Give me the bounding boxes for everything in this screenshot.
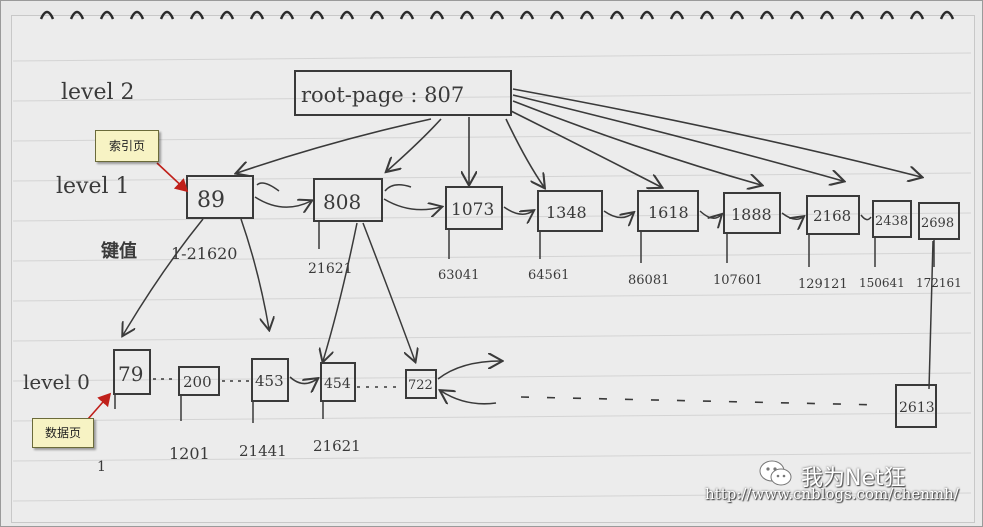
level-2-label: level 2 <box>61 80 135 105</box>
index-sibling-links <box>254 182 872 220</box>
index-page-key: 21621 <box>308 261 353 277</box>
index-key-stems <box>318 221 935 267</box>
callout-data-arrow <box>87 392 112 420</box>
index-page-row: 89 808 21621 1073 63041 1348 64561 1618 … <box>186 175 962 292</box>
index-page-number: 1618 <box>648 203 689 222</box>
index-to-data-arrows <box>123 218 934 390</box>
index-page-number: 1348 <box>546 203 587 222</box>
index-page-callout: 索引页 <box>95 130 159 162</box>
callout-index-arrow <box>156 162 189 193</box>
wechat-icon <box>759 460 792 486</box>
data-page-number: 454 <box>324 376 351 392</box>
data-page-key: 21621 <box>313 437 361 455</box>
level-1-label: level 1 <box>56 174 130 199</box>
index-page-number: 89 <box>197 188 225 213</box>
data-page-number: 722 <box>408 378 433 393</box>
data-page-number: 79 <box>118 362 143 386</box>
data-page-number: 453 <box>255 372 284 390</box>
index-page-number: 2168 <box>813 207 851 225</box>
index-page-box <box>806 195 860 235</box>
root-page-box <box>294 70 512 116</box>
index-page-box <box>723 192 781 234</box>
index-page-key: 86081 <box>628 273 669 288</box>
data-page-row: 79 1 200 1201 453 21441 454 21621 722 26… <box>97 349 937 475</box>
index-page-box <box>918 202 960 240</box>
spiral-binding <box>39 10 955 20</box>
index-page-number: 1888 <box>731 205 772 224</box>
index-page-number: 808 <box>323 190 361 214</box>
data-page-box <box>895 384 937 428</box>
data-page-box <box>178 366 220 396</box>
watermark-url: http://www.cnblogs.com/chenmh/ <box>705 485 959 503</box>
data-page-box <box>251 358 289 402</box>
data-page-key: 1201 <box>169 444 210 463</box>
index-page-box <box>872 200 912 238</box>
index-page-89-range: 1-21620 <box>171 244 237 263</box>
ruled-lines <box>12 52 972 502</box>
index-page-key: 172161 <box>916 276 962 290</box>
data-page-number: 200 <box>183 373 212 391</box>
index-page-box <box>445 186 503 230</box>
index-key-prefix: 键值 <box>100 240 137 262</box>
data-page-key: 1 <box>97 459 106 475</box>
data-page-box <box>113 349 151 395</box>
index-page-number: 2698 <box>921 216 954 231</box>
data-page-key: 21441 <box>239 442 287 460</box>
index-page-number: 1073 <box>451 200 494 220</box>
data-sibling-links <box>153 361 882 406</box>
index-page-box <box>186 175 254 219</box>
index-page-box <box>637 190 699 232</box>
watermark-brand: 我为Net狂 <box>801 466 906 491</box>
root-pointer-arrows <box>237 88 921 187</box>
index-page-key: 63041 <box>438 268 479 283</box>
index-page-box <box>537 190 603 232</box>
index-page-key: 64561 <box>528 268 569 283</box>
data-page-callout: 数据页 <box>32 418 94 448</box>
data-page-box <box>405 369 437 399</box>
level-0-label: level 0 <box>23 370 90 394</box>
index-page-key: 150641 <box>859 276 905 290</box>
index-page-key: 129121 <box>798 277 848 292</box>
data-page-box <box>320 362 356 402</box>
root-page-label: root-page : 807 <box>301 83 464 107</box>
index-page-key: 107601 <box>713 273 763 288</box>
index-page-number: 2438 <box>875 214 908 229</box>
data-key-stems <box>114 395 324 423</box>
data-page-number: 2613 <box>899 400 935 416</box>
